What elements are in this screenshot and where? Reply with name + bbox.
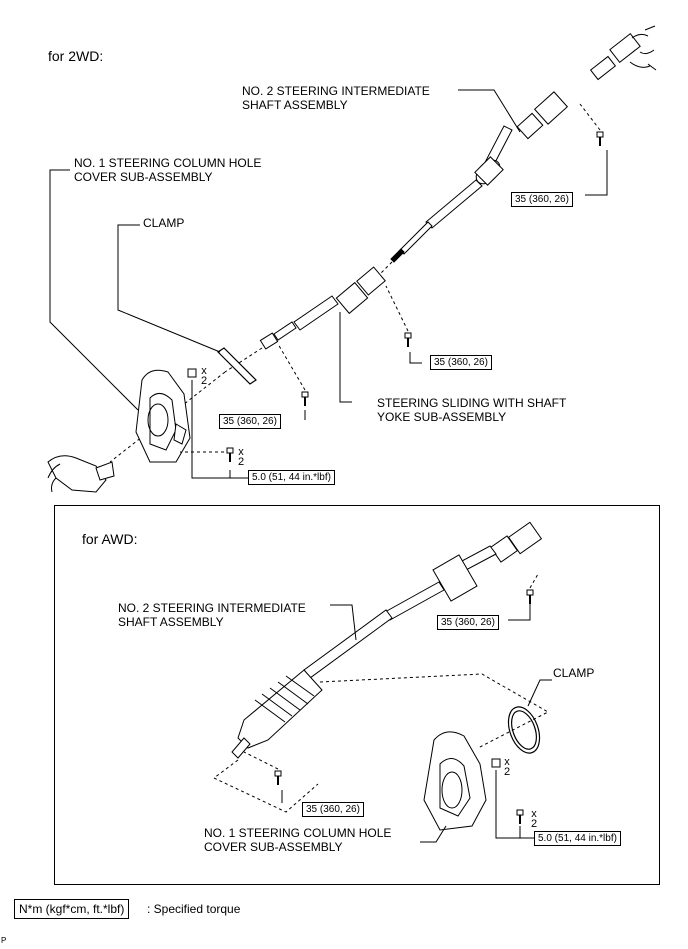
torque-awd-lower: 35 (360, 26) xyxy=(302,802,364,817)
twd-bolts xyxy=(187,131,604,463)
torque-awd-upper: 35 (360, 26) xyxy=(437,615,499,630)
label-line: NO. 1 STEERING COLUMN HOLE xyxy=(74,156,262,170)
awd-bolts xyxy=(274,589,534,825)
awd-leader-lines xyxy=(281,604,552,843)
awd-intermediate-shaft xyxy=(231,521,543,759)
section-title-2wd: for 2WD: xyxy=(48,48,104,64)
awd-clamp xyxy=(507,706,541,754)
multiplier-2wd-bolt: x 2 xyxy=(237,446,245,468)
twd-steering-column-end xyxy=(589,25,657,81)
twd-steering-gear xyxy=(47,455,115,493)
label-line: COVER SUB-ASSEMBLY xyxy=(74,170,213,184)
legend-unit-box: N*m (kgf*cm, ft.*lbf) xyxy=(14,899,130,919)
awd-dashed-lines xyxy=(213,573,550,813)
torque-2wd-cover: 5.0 (51, 44 in.*lbf) xyxy=(248,470,335,485)
multiplier-x: x xyxy=(504,756,510,768)
label-line: NO. 2 STEERING INTERMEDIATE xyxy=(242,84,430,98)
label-line: NO. 1 STEERING COLUMN HOLE xyxy=(204,826,392,840)
torque-awd-cover: 5.0 (51, 44 in.*lbf) xyxy=(534,831,621,846)
twd-clamp xyxy=(217,347,257,385)
label-line: COVER SUB-ASSEMBLY xyxy=(204,840,343,854)
torque-2wd-middle: 35 (360, 26) xyxy=(430,355,492,370)
multiplier-x: x xyxy=(531,808,537,820)
twd-sliding-yoke xyxy=(259,266,386,350)
label-line: STEERING SLIDING WITH SHAFT xyxy=(377,396,567,410)
label-awd-clamp: CLAMP xyxy=(553,666,595,680)
awd-hole-cover xyxy=(423,731,487,831)
label-awd-hole-cover: NO. 1 STEERING COLUMN HOLE COVER SUB-ASS… xyxy=(204,826,391,854)
multiplier-x: x xyxy=(201,365,207,377)
torque-2wd-upper: 35 (360, 26) xyxy=(511,192,573,207)
label-2wd-sliding-yoke: STEERING SLIDING WITH SHAFT YOKE SUB-ASS… xyxy=(377,396,566,424)
twd-intermediate-shaft xyxy=(390,91,569,263)
label-line: SHAFT ASSEMBLY xyxy=(242,98,348,112)
label-line: NO. 2 STEERING INTERMEDIATE xyxy=(118,601,306,615)
multiplier-awd-nut: x 2 xyxy=(503,756,511,778)
label-2wd-intermediate-shaft: NO. 2 STEERING INTERMEDIATE SHAFT ASSEMB… xyxy=(242,84,430,112)
legend-text: : Specified torque xyxy=(147,902,241,916)
figure-code: P xyxy=(1,936,7,945)
multiplier-2wd-nut: x 2 xyxy=(200,365,208,387)
twd-hole-cover xyxy=(135,369,191,463)
label-2wd-clamp: CLAMP xyxy=(143,216,185,230)
multiplier-awd-bolt: x 2 xyxy=(530,808,538,830)
awd-multiplier-brackets xyxy=(495,770,534,839)
torque-2wd-lower: 35 (360, 26) xyxy=(219,414,281,429)
awd-section-frame xyxy=(54,505,660,885)
label-awd-intermediate-shaft: NO. 2 STEERING INTERMEDIATE SHAFT ASSEMB… xyxy=(118,601,306,629)
label-line: SHAFT ASSEMBLY xyxy=(118,615,224,629)
label-2wd-hole-cover: NO. 1 STEERING COLUMN HOLE COVER SUB-ASS… xyxy=(74,156,261,184)
multiplier-n: 2 xyxy=(237,456,245,468)
multiplier-n: 2 xyxy=(200,375,208,387)
multiplier-n: 2 xyxy=(530,818,538,830)
twd-leader-lines xyxy=(49,89,608,420)
label-line: YOKE SUB-ASSEMBLY xyxy=(377,410,507,424)
multiplier-n: 2 xyxy=(503,766,511,778)
twd-multiplier-brackets xyxy=(191,380,248,479)
multiplier-x: x xyxy=(238,446,244,458)
twd-dashed-lines xyxy=(180,103,601,453)
section-title-awd: for AWD: xyxy=(82,531,138,547)
